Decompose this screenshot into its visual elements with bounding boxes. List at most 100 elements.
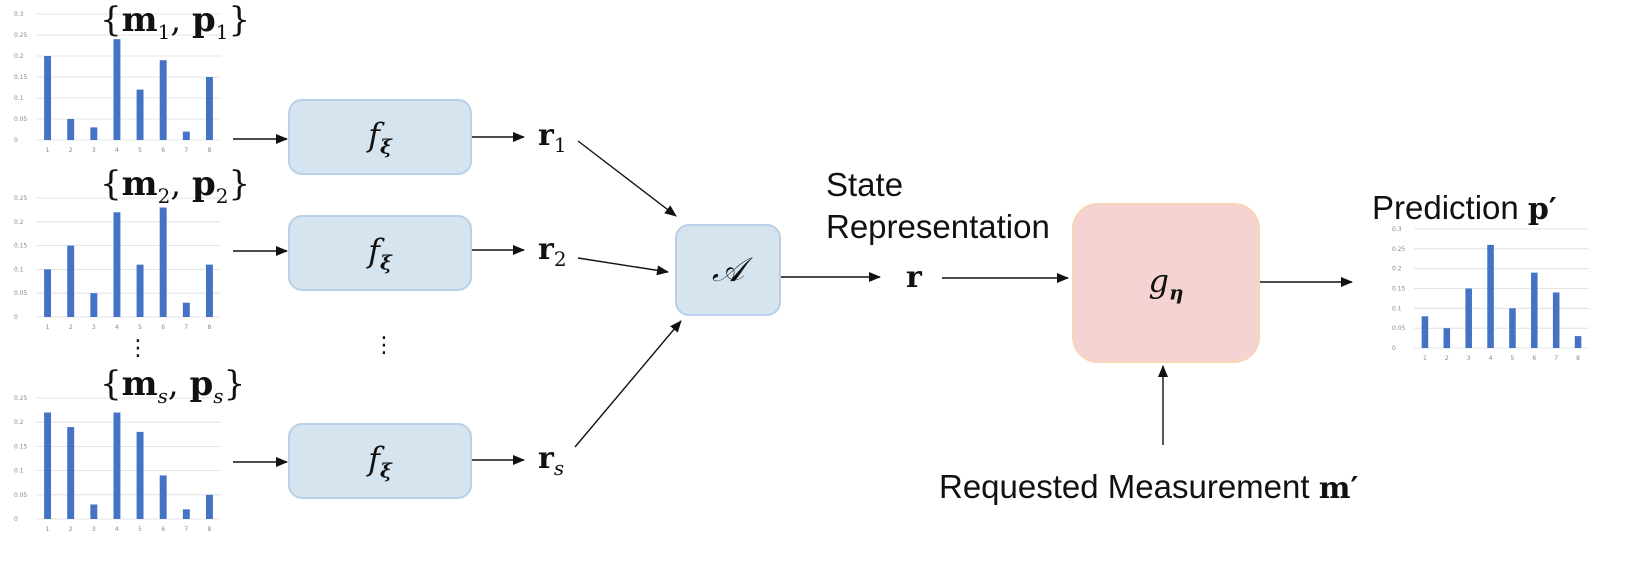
x-tick-label: 3: [92, 147, 96, 154]
x-tick-label: 4: [115, 526, 119, 533]
bar: [136, 431, 144, 519]
y-tick-label: 0: [14, 137, 18, 144]
encoder-label: f: [368, 231, 380, 270]
y-tick-label: 0.3: [1392, 226, 1402, 233]
y-tick-label: 0.2: [14, 419, 24, 426]
decoder-label: g: [1148, 261, 1169, 300]
bar: [67, 427, 75, 519]
aggregator-box: 𝒜: [675, 224, 781, 316]
y-tick-label: 0.2: [1392, 266, 1402, 273]
y-tick-label: 0.05: [14, 492, 28, 499]
encoder-label: f: [368, 115, 380, 154]
bar: [67, 245, 75, 317]
bar: [44, 412, 52, 519]
bar: [1421, 316, 1429, 348]
bar: [1574, 336, 1582, 348]
y-tick-label: 0: [1392, 345, 1396, 352]
x-tick-label: 5: [138, 147, 142, 154]
x-tick-label: 6: [161, 147, 165, 154]
x-tick-label: 1: [46, 324, 50, 331]
bar: [205, 264, 213, 317]
bar: [136, 89, 144, 140]
bar: [182, 131, 190, 140]
x-tick-label: 8: [207, 147, 211, 154]
x-tick-label: 2: [69, 147, 73, 154]
arrow-r2-to-aggregator: [577, 257, 669, 276]
bar: [182, 302, 190, 317]
rep-r1: r1: [538, 118, 567, 157]
encoder-box-2: fξ: [288, 215, 472, 291]
bar: [1443, 328, 1451, 348]
bar: [205, 77, 213, 140]
bar: [113, 412, 121, 519]
request-label: Requested Measurement m′: [939, 468, 1359, 506]
bar: [1487, 244, 1494, 348]
x-tick-label: 8: [207, 324, 211, 331]
bar: [67, 119, 75, 140]
prediction-symbol: p′: [1527, 192, 1557, 227]
encoder-box-1: fξ: [288, 99, 472, 175]
x-tick-label: 1: [1423, 355, 1427, 362]
x-tick-label: 2: [1445, 355, 1449, 362]
bar: [113, 39, 121, 141]
decoder-box: gη: [1072, 203, 1260, 363]
bar: [90, 293, 98, 317]
bar: [205, 494, 213, 519]
x-tick-label: 2: [69, 324, 73, 331]
bar: [159, 60, 167, 141]
x-tick-label: 7: [184, 324, 188, 331]
bar: [90, 127, 98, 140]
x-tick-label: 5: [1510, 355, 1514, 362]
y-tick-label: 0.25: [14, 32, 28, 39]
y-tick-label: 0.1: [14, 95, 24, 102]
encoder-ellipsis: ⋮: [373, 333, 395, 358]
aggregator-label: 𝒜: [711, 250, 745, 290]
x-tick-label: 6: [161, 526, 165, 533]
x-tick-label: 4: [115, 147, 119, 154]
x-tick-label: 8: [1576, 355, 1580, 362]
x-tick-label: 6: [1532, 355, 1536, 362]
y-tick-label: 0.3: [14, 11, 24, 18]
y-tick-label: 0.2: [14, 53, 24, 60]
x-tick-label: 1: [46, 526, 50, 533]
y-tick-label: 0.05: [14, 290, 28, 297]
x-tick-label: 1: [46, 147, 50, 154]
x-tick-label: 4: [1489, 355, 1493, 362]
bar: [90, 504, 98, 519]
x-tick-label: 5: [138, 324, 142, 331]
y-tick-label: 0.15: [1392, 286, 1406, 293]
rep-r2: r2: [538, 232, 567, 271]
rep-rs: rs: [538, 441, 565, 480]
y-tick-label: 0.1: [14, 266, 24, 273]
state-symbol: r: [906, 260, 922, 295]
x-tick-label: 3: [92, 324, 96, 331]
y-tick-label: 0.15: [14, 443, 28, 450]
y-tick-label: 0.25: [14, 195, 28, 202]
x-tick-label: 3: [92, 526, 96, 533]
y-tick-label: 0.25: [14, 395, 28, 402]
y-tick-label: 0.05: [1392, 325, 1406, 332]
x-tick-label: 5: [138, 526, 142, 533]
state-label-line2: Representation: [826, 208, 1050, 245]
bar: [1509, 308, 1516, 348]
x-tick-label: 8: [207, 526, 211, 533]
bar: [1531, 272, 1538, 348]
bar: [44, 269, 52, 317]
bar: [159, 475, 167, 519]
y-tick-label: 0.15: [14, 243, 28, 250]
bar: [182, 509, 190, 519]
prediction-label: Prediction p′: [1372, 189, 1557, 227]
y-tick-label: 0: [14, 516, 18, 523]
request-symbol: m′: [1318, 471, 1359, 506]
y-tick-label: 0: [14, 314, 18, 321]
bar: [113, 212, 121, 317]
x-tick-label: 3: [1467, 355, 1471, 362]
x-tick-label: 7: [1554, 355, 1558, 362]
encoder-box-s: fξ: [288, 423, 472, 499]
x-tick-label: 2: [69, 526, 73, 533]
bar: [1552, 292, 1560, 348]
y-tick-label: 0.1: [14, 468, 24, 475]
